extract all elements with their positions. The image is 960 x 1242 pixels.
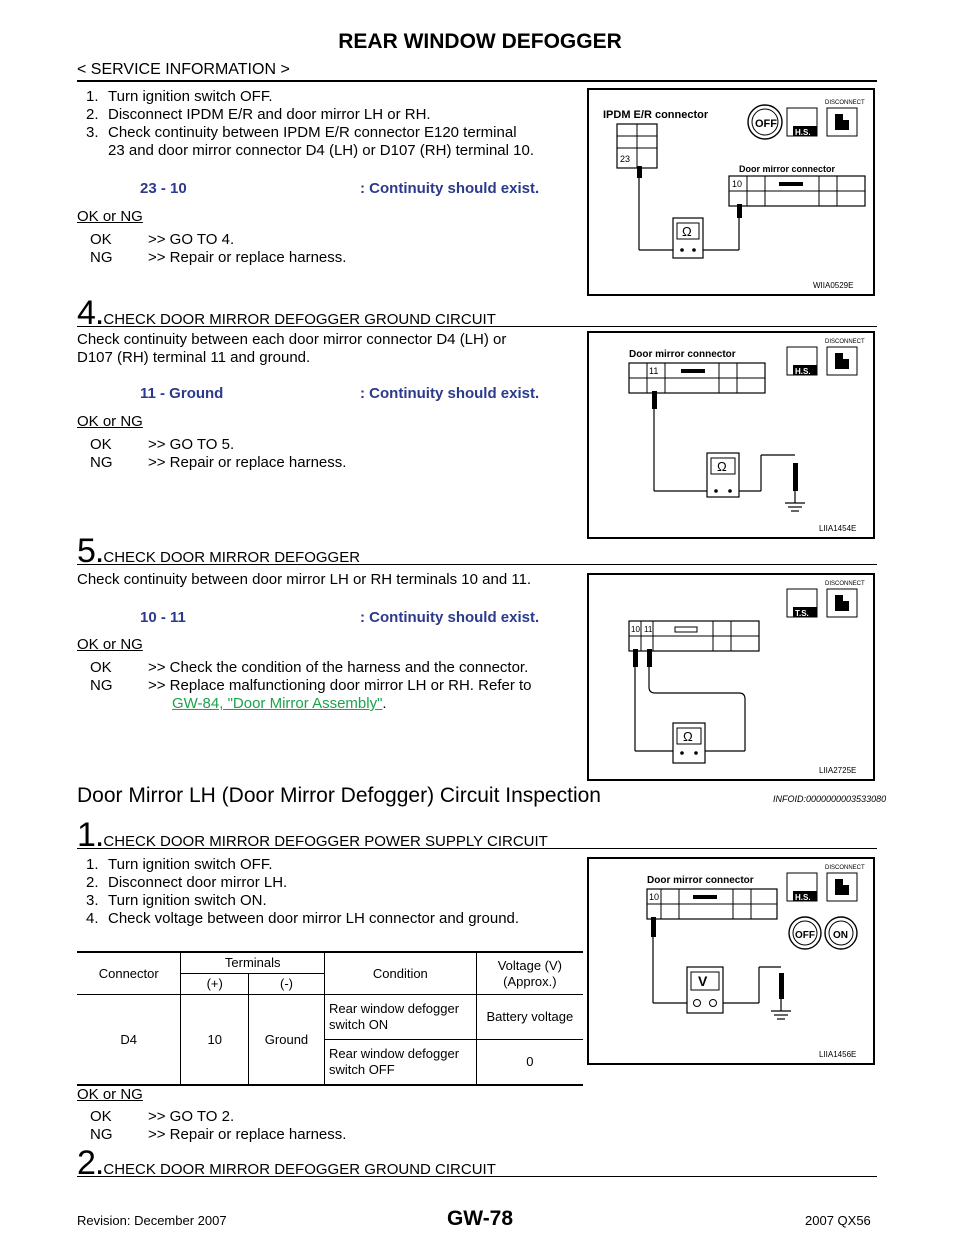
step-rule xyxy=(77,326,877,327)
header-rule xyxy=(77,80,877,82)
model: 2007 QX56 xyxy=(805,1213,871,1228)
result-ok: OK>> Check the condition of the harness … xyxy=(90,659,529,676)
ok-or-ng: OK or NG xyxy=(77,413,143,430)
cell-voltage: 0 xyxy=(475,1039,583,1085)
cell-connector: D4 xyxy=(120,1031,138,1047)
wiring-diagram: 10 11 Ω T.S. DISCONNECT LIIA2725E xyxy=(628,581,865,775)
list-item: 3.Turn ignition switch ON. xyxy=(86,892,267,909)
spec-terminals: 10 - 11 xyxy=(140,609,186,626)
figure-mirror-defogger-continuity: 10 11 Ω T.S. DISCONNECT LIIA2725E xyxy=(587,573,875,781)
figure-code: LIIA1456E xyxy=(819,1050,856,1059)
step-5-heading: 5.CHECK DOOR MIRROR DEFOGGER xyxy=(77,532,361,570)
result-ng: NG>> Repair or replace harness. xyxy=(90,249,347,266)
pin-label: 10 xyxy=(732,179,742,189)
figure-ipdm-door-mirror-continuity: IPDM E/R connector 23 Door mirror connec… xyxy=(587,88,875,296)
list-item: 4.Check voltage between door mirror LH c… xyxy=(86,910,520,927)
ok-or-ng: OK or NG xyxy=(77,208,143,225)
pin-label: 10 xyxy=(649,892,659,902)
result-ok: OK>> GO TO 4. xyxy=(90,231,235,248)
step-4-body: Check continuity between each door mirro… xyxy=(77,331,507,348)
step-4-heading: 4.CHECK DOOR MIRROR DEFOGGER GROUND CIRC… xyxy=(77,294,496,332)
wiring-diagram: Door mirror connector 11 Ω H.S. DISCONNE… xyxy=(628,339,865,533)
ohm-meter-label: Ω xyxy=(682,224,692,239)
step-rule xyxy=(77,848,877,849)
header-connector: Connector xyxy=(98,965,159,981)
step-rule xyxy=(77,564,877,565)
voltage-table: Connector Terminals Condition Voltage (V… xyxy=(77,951,583,1086)
wiring-diagram: IPDM E/R connector 23 Door mirror connec… xyxy=(603,100,866,290)
step-4-body: D107 (RH) terminal 11 and ground. xyxy=(77,349,311,366)
pin-label: 11 xyxy=(644,625,653,634)
cell-plus: 10 xyxy=(180,994,249,1085)
list-item: 1.Turn ignition switch OFF. xyxy=(86,88,273,105)
revision: Revision: December 2007 xyxy=(77,1213,227,1228)
connector-label: Door mirror connector xyxy=(739,164,836,174)
breadcrumb: < SERVICE INFORMATION > xyxy=(77,61,290,78)
cell-condition: Rear window defogger switch ON xyxy=(323,994,477,1040)
spec-result: : Continuity should exist. xyxy=(360,609,540,626)
result-ng: NG>> Repair or replace harness. xyxy=(90,1126,347,1143)
info-id: INFOID:0000000003533080 xyxy=(773,794,887,804)
list-item: 3.Check continuity between IPDM E/R conn… xyxy=(86,124,517,141)
figure-code: LIIA2725E xyxy=(819,766,856,775)
reference-link[interactable]: GW-84, "Door Mirror Assembly" xyxy=(172,695,383,712)
off-label: OFF xyxy=(755,118,777,130)
wiring-diagram: Door mirror connector 10 V H.S. DISCONNE… xyxy=(646,865,865,1059)
cell-voltage: Battery voltage xyxy=(475,994,583,1040)
list-item: 2.Disconnect IPDM E/R and door mirror LH… xyxy=(86,106,431,123)
off-label: OFF xyxy=(795,930,815,941)
hs-label: H.S. xyxy=(795,367,811,376)
connector-label: Door mirror connector xyxy=(629,349,736,360)
result-ok: OK>> GO TO 2. xyxy=(90,1108,235,1125)
result-ng: NG>> Repair or replace harness. xyxy=(90,454,347,471)
connector-label: Door mirror connector xyxy=(647,875,754,886)
page-number: GW-78 xyxy=(446,1207,514,1230)
figure-code: WIIA0529E xyxy=(813,281,853,290)
spec-result: : Continuity should exist. xyxy=(360,180,540,197)
spec-terminals: 11 - Ground xyxy=(140,385,224,402)
ok-or-ng: OK or NG xyxy=(77,1086,143,1103)
step-2-heading: 2.CHECK DOOR MIRROR DEFOGGER GROUND CIRC… xyxy=(77,1144,496,1182)
figure-voltage-check: Door mirror connector 10 V H.S. DISCONNE… xyxy=(587,857,875,1065)
disconnect-label: DISCONNECT xyxy=(825,865,865,871)
cell-minus: Ground xyxy=(248,994,325,1085)
step-5-body: Check continuity between door mirror LH … xyxy=(77,571,532,588)
ts-label: T.S. xyxy=(795,609,809,618)
result-ng: NG>> Replace malfunctioning door mirror … xyxy=(90,677,532,694)
list-item: 1.Turn ignition switch OFF. xyxy=(86,856,273,873)
disconnect-label: DISCONNECT xyxy=(825,581,865,587)
spec-terminals: 23 - 10 xyxy=(140,180,187,197)
header-minus: (-) xyxy=(248,973,325,995)
cell-condition: Rear window defogger switch OFF xyxy=(323,1039,477,1085)
step-1-heading: 1.CHECK DOOR MIRROR DEFOGGER POWER SUPPL… xyxy=(77,816,548,854)
page-title: REAR WINDOW DEFOGGER xyxy=(338,30,622,53)
section-heading: Door Mirror LH (Door Mirror Defogger) Ci… xyxy=(77,784,601,807)
reference-line: GW-84, "Door Mirror Assembly". xyxy=(172,695,387,712)
ohm-meter-label: Ω xyxy=(683,729,693,744)
header-condition: Condition xyxy=(323,952,477,995)
disconnect-label: DISCONNECT xyxy=(825,100,865,106)
disconnect-label: DISCONNECT xyxy=(825,339,865,345)
connector-label: IPDM E/R connector xyxy=(603,109,709,121)
spec-result: : Continuity should exist. xyxy=(360,385,540,402)
list-item: 2.Disconnect door mirror LH. xyxy=(86,874,288,891)
pin-label: 11 xyxy=(649,366,658,376)
hs-label: H.S. xyxy=(795,128,811,137)
pin-label: 10 xyxy=(631,625,640,634)
result-ok: OK>> GO TO 5. xyxy=(90,436,235,453)
ohm-meter-label: Ω xyxy=(717,459,727,474)
figure-ground-continuity: Door mirror connector 11 Ω H.S. DISCONNE… xyxy=(587,331,875,539)
volt-meter-label: V xyxy=(698,973,708,989)
step-rule xyxy=(77,1176,877,1177)
list-item: 23 and door mirror connector D4 (LH) or … xyxy=(108,142,534,159)
on-label: ON xyxy=(833,930,848,941)
figure-code: LIIA1454E xyxy=(819,524,856,533)
header-terminals: Terminals xyxy=(180,952,325,974)
hs-label: H.S. xyxy=(795,893,811,902)
header-plus: (+) xyxy=(180,973,249,995)
pin-label: 23 xyxy=(620,154,630,164)
ok-or-ng: OK or NG xyxy=(77,636,143,653)
header-voltage: Voltage (V) (Approx.) xyxy=(475,952,583,995)
